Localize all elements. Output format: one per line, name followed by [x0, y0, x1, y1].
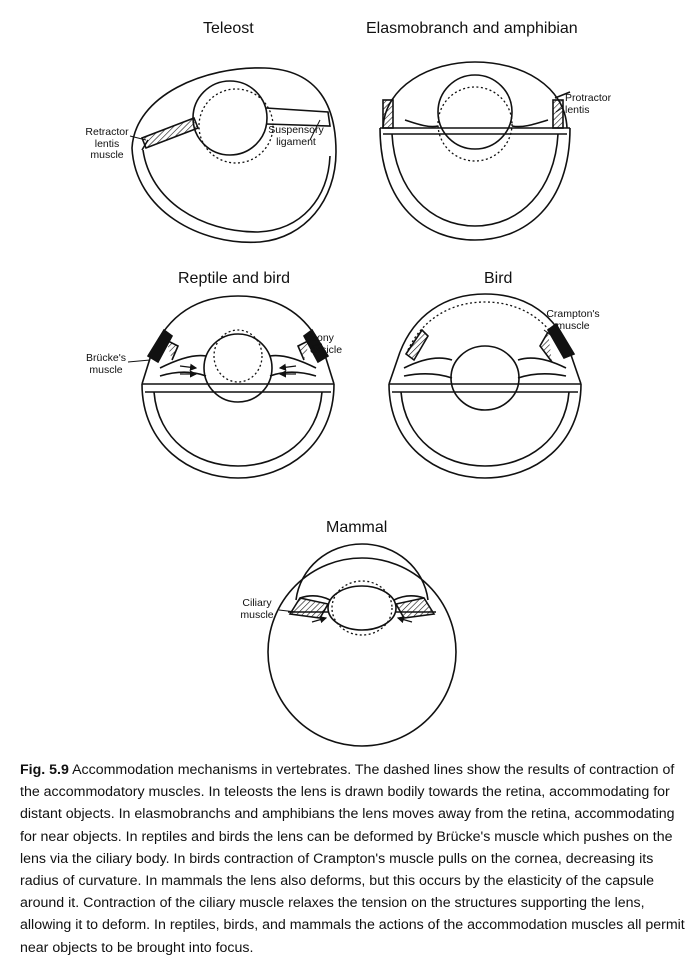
reptile-globe [141, 383, 335, 479]
reptile-brucke-right [302, 328, 330, 364]
elasmo-title: Elasmobranch and amphibian [366, 20, 578, 37]
mammal-cornea [295, 543, 429, 601]
elasmo-lens [437, 74, 513, 150]
teleost-lens [192, 80, 268, 156]
teleost-lens-dashed [198, 88, 274, 164]
elasmo-lens-dashed [437, 86, 513, 162]
mammal-eye [267, 543, 457, 747]
reptile-brucke-left [146, 328, 174, 364]
bird-globe [388, 383, 582, 479]
reptile-lens [203, 333, 273, 403]
reptile-eye [141, 295, 335, 479]
teleost-globe [131, 67, 337, 244]
mammal-ciliary-left [288, 597, 330, 619]
reptile-cornea [151, 295, 325, 353]
teleost-retractor-muscle [140, 116, 200, 150]
elasmo-protractor-right [552, 99, 564, 129]
bird-lens [450, 345, 520, 411]
bird-cornea-dashed [407, 301, 563, 351]
teleost-retina [142, 149, 331, 233]
figure-caption: Fig. 5.9 Accommodation mechanisms in ver… [20, 759, 685, 959]
mammal-lens-dashed [331, 580, 393, 636]
elasmo-cornea [382, 61, 568, 129]
mammal-lens [327, 585, 397, 631]
ciliary-muscle-label: Ciliary muscle [240, 597, 274, 621]
teleost-suspensory-ligament [265, 107, 331, 127]
teleost-title: Teleost [203, 20, 254, 37]
cramptons-muscle-label: Crampton's muscle [546, 308, 600, 332]
bird-crampton-right [546, 322, 576, 360]
elasmo-protractor-left [382, 99, 394, 129]
bird-title: Bird [484, 270, 513, 287]
mammal-title: Mammal [326, 519, 388, 536]
elasmo-eye [379, 61, 571, 241]
elasmo-globe [379, 127, 571, 241]
bird-crampton-left [404, 328, 430, 362]
suspensory-ligament-label: Suspensory ligament [268, 124, 324, 148]
protractor-lentis-label: Protractor lentis [565, 92, 612, 116]
bird-cornea [399, 293, 571, 353]
reptile-title: Reptile and bird [178, 270, 291, 287]
caption-text: Accommodation mechanisms in vertebrates.… [20, 762, 685, 956]
reptile-lens-dashed [213, 329, 263, 383]
bird-eye [388, 293, 582, 479]
mammal-ciliary-right [394, 597, 436, 619]
bony-ossicle-label: Bony ossicle [310, 332, 343, 356]
accommodation-diagram [127, 61, 582, 747]
mammal-globe [267, 557, 457, 747]
brucke-muscle-label: Brücke's muscle [86, 352, 126, 376]
leader-lines [127, 107, 563, 613]
figure-number: Fig. 5.9 [20, 762, 69, 778]
teleost-eye [131, 67, 337, 244]
retractor-lentis-label: Retractor lentis muscle [85, 126, 129, 161]
